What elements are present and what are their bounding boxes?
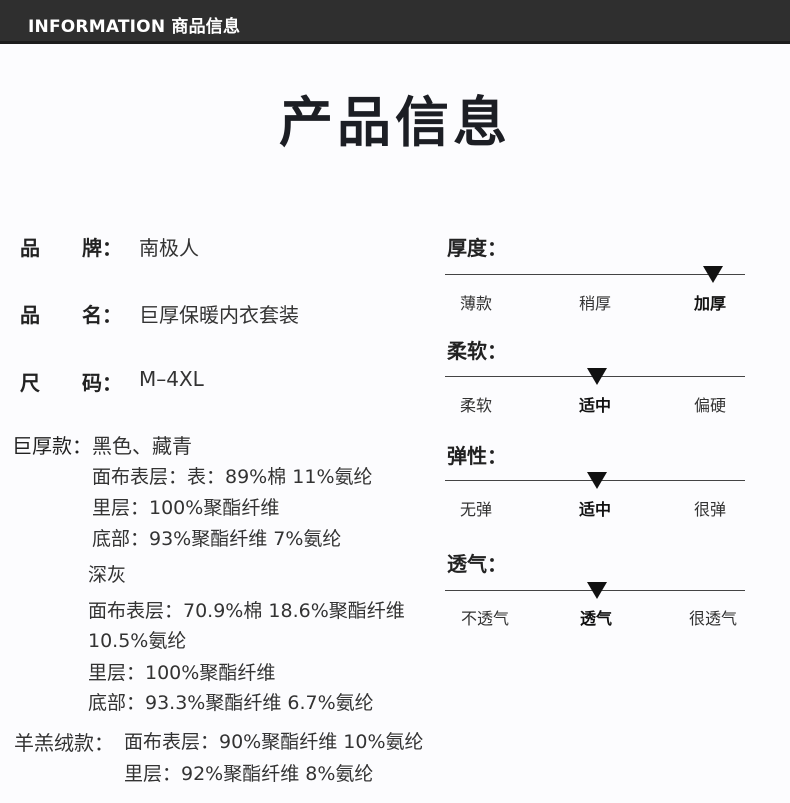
page-title: 产品信息 (279, 90, 511, 154)
elasticity-title: 弹性： (447, 444, 507, 468)
thick-b-line-4: 底部：93.3%聚酯纤维 6.7%氨纶 (88, 692, 374, 714)
lamb-line-2: 里层：92%聚酯纤维 8%氨纶 (124, 763, 374, 785)
thickness-option-thick: 加厚 (694, 294, 727, 313)
thickness-option-slightly-thick: 稍厚 (579, 294, 612, 313)
softness-title: 柔软： (447, 339, 507, 363)
breathability-option-none: 不透气 (461, 609, 510, 628)
softness-option-soft: 柔软 (460, 396, 493, 415)
breathability-title: 透气： (447, 552, 507, 576)
thick-style-colors-b: 深灰 (88, 564, 127, 586)
spec-name-value: 巨厚保暖内衣套装 (139, 303, 299, 327)
thick-a-line-3: 底部：93%聚酯纤维 7%氨纶 (92, 528, 342, 550)
header-bar: INFORMATION 商品信息 (0, 0, 790, 44)
thick-style-colors-a: 黑色、藏青 (92, 434, 192, 458)
breathability-option-breathable: 透气 (580, 609, 613, 628)
thick-b-line-3: 里层：100%聚酯纤维 (88, 662, 276, 684)
spec-name-label-b: 名： (82, 303, 122, 327)
spec-size-label-b: 码： (82, 371, 122, 395)
thick-b-line-2: 10.5%氨纶 (88, 630, 187, 652)
elasticity-option-medium: 适中 (579, 500, 612, 519)
breathability-option-very: 很透气 (689, 609, 738, 628)
softness-marker-icon (587, 368, 607, 385)
spec-name-label-a: 品 (20, 303, 40, 327)
softness-option-medium: 适中 (579, 396, 612, 415)
thick-a-line-2: 里层：100%聚酯纤维 (92, 497, 280, 519)
lamb-style-label: 羊羔绒款： (14, 731, 114, 755)
thick-a-line-1: 面布表层：表：89%棉 11%氨纶 (92, 466, 373, 488)
spec-size-value: M–4XL (139, 367, 204, 391)
breathability-marker-icon (587, 582, 607, 599)
header-title: INFORMATION 商品信息 (28, 17, 241, 37)
spec-brand-label-b: 牌： (82, 236, 122, 260)
spec-brand-value: 南极人 (139, 236, 199, 260)
thick-b-line-1: 面布表层：70.9%棉 18.6%聚酯纤维 (88, 600, 405, 622)
thickness-marker-icon (703, 266, 723, 283)
thickness-title: 厚度： (447, 236, 507, 260)
softness-option-hard: 偏硬 (694, 396, 727, 415)
elasticity-option-high: 很弹 (694, 500, 727, 519)
spec-brand-label-a: 品 (20, 236, 40, 260)
lamb-line-1: 面布表层：90%聚酯纤维 10%氨纶 (124, 731, 424, 753)
thick-style-label: 巨厚款： (12, 434, 92, 458)
thickness-option-thin: 薄款 (460, 294, 493, 313)
elasticity-option-none: 无弹 (460, 500, 493, 519)
elasticity-marker-icon (587, 472, 607, 489)
spec-size-label-a: 尺 (20, 371, 40, 395)
thickness-scale-line (445, 274, 745, 275)
